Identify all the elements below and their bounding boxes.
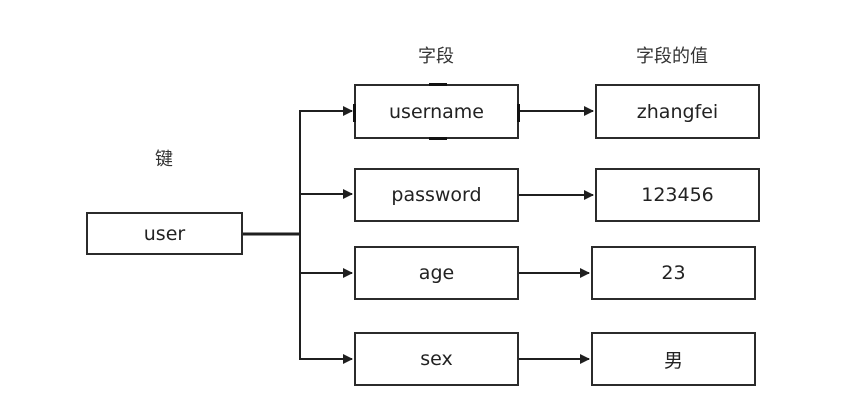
field-box-label: sex [420,348,453,370]
value-box-label: 男 [663,349,683,372]
value-box-username: zhangfei [595,84,760,139]
field-box-sex: sex [354,332,519,386]
value-box-age: 23 [591,246,756,300]
value-box-label: 123456 [641,184,714,206]
value-heading: 字段的值 [636,46,708,67]
field-box-label: age [418,262,455,284]
key-box-label: user [143,222,186,245]
field-box-username: username [353,83,520,140]
field-box-label: username [389,100,484,123]
value-box-label: 23 [661,262,686,284]
value-box-sex: 男 [591,332,756,386]
field-heading: 字段 [418,46,454,67]
selection-handle-right [517,104,520,122]
value-box-password: 123456 [595,168,760,222]
field-box-label: password [391,184,482,206]
selection-handle-bottom [429,137,447,140]
selection-handle-top [429,83,447,86]
field-box-age: age [354,246,519,300]
field-box-password: password [354,168,519,222]
key-box: user [86,212,243,255]
selection-handle-left [353,104,356,122]
key-heading: 键 [155,149,173,170]
value-box-label: zhangfei [636,100,719,123]
